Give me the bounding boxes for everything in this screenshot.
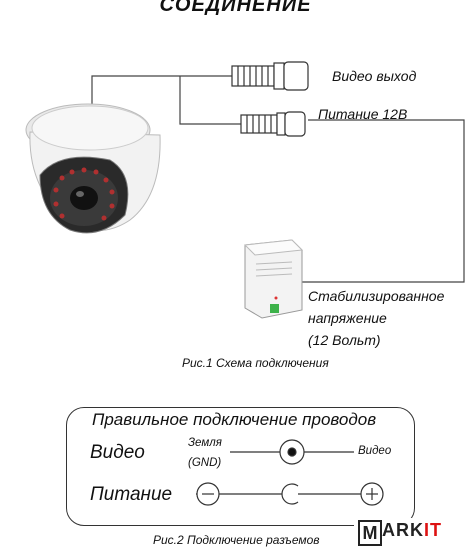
video-connector <box>231 61 309 91</box>
figure-2-caption: Рис.2 Подключение разъемов <box>153 533 320 547</box>
power-wire <box>179 76 241 125</box>
power-connector <box>240 111 306 137</box>
power-supply-wire <box>300 119 465 283</box>
figure-1-caption: Рис.1 Схема подключения <box>182 356 329 370</box>
voltage-label: напряжение <box>308 310 387 326</box>
stabilized-label: Стабилизированное <box>308 288 445 304</box>
video-signal-label: Видео <box>358 445 392 457</box>
video-row-label: Видео <box>90 442 145 463</box>
video-wire <box>91 75 232 105</box>
power-label: Питание 12В <box>318 106 408 122</box>
power-row-label: Питание <box>90 484 173 505</box>
page-title: СОЕДИНЕНИЕ <box>159 0 312 16</box>
ground-label: Земля <box>188 437 222 449</box>
watermark-logo-red: IT <box>424 520 442 540</box>
watermark-logo-box: M <box>358 520 382 546</box>
wiring-panel <box>66 407 415 526</box>
dome-camera-icon <box>25 103 161 234</box>
volts-label: (12 Вольт) <box>308 332 381 348</box>
gnd-label: (GND) <box>188 457 222 469</box>
watermark-logo: ARKIT <box>382 520 442 541</box>
watermark-logo-dark: ARK <box>382 520 424 540</box>
video-out-label: Видео выход <box>332 68 417 84</box>
power-supply-icon <box>243 239 304 319</box>
wiring-title: Правильное подключение проводов <box>92 410 377 429</box>
